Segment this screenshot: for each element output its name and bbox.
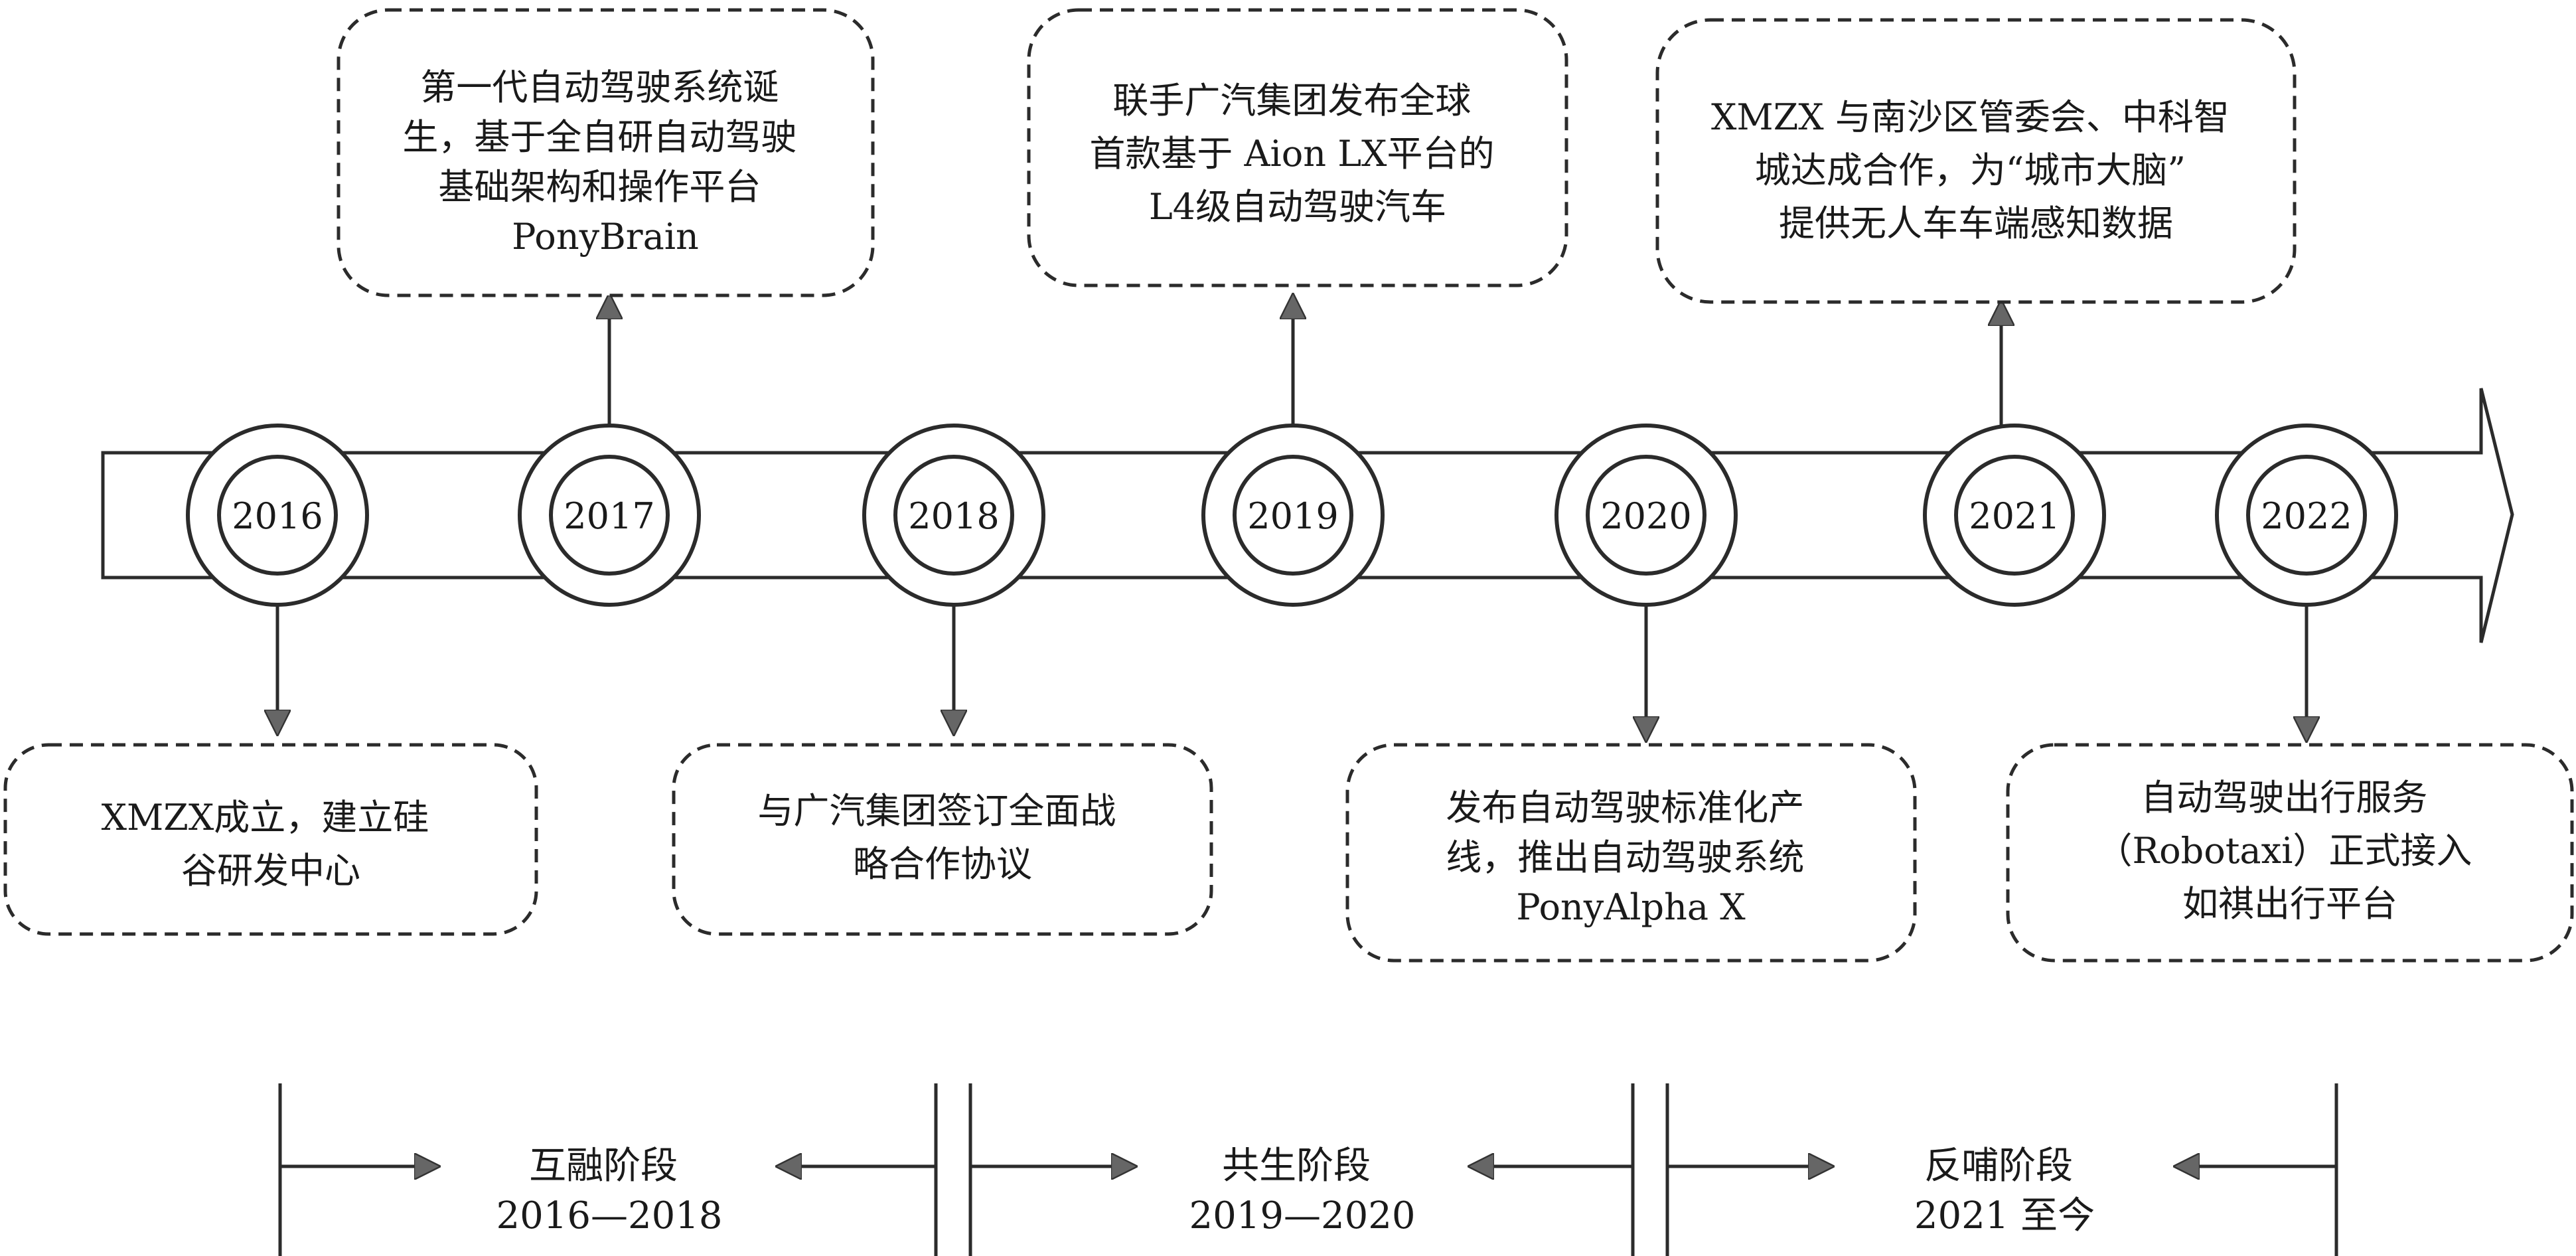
- svg-text:反哺阶段 2021 至今: 反哺阶段 2021 至今: [1914, 1144, 2095, 1237]
- year-label: 2022: [2261, 495, 2352, 537]
- event-box: 自动驾驶出行服务 （Robotaxi）正式接入 如祺出行平台: [2006, 743, 2574, 963]
- svg-text:自动驾驶出行服务 （Robotaxi）正式接入: 自动驾驶出行服务 （Robotaxi）正式接入 如祺出行平台: [2096, 777, 2483, 925]
- event-box: 联手广汽集团发布全球 首款基于 Aion LX平台的 L4级自动驾驶汽车: [1027, 8, 1568, 287]
- event-text-line: 提供无人车车端感知数据: [1779, 202, 2173, 244]
- event-text-line: PonyAlpha X: [1516, 886, 1746, 928]
- svg-text:共生阶段 2019—2020: 共生阶段 2019—2020: [1189, 1144, 1415, 1237]
- event-text-line: PonyBrain: [512, 216, 699, 258]
- event-text-line: （Robotaxi）正式接入: [2096, 830, 2472, 872]
- phase-name: 共生阶段: [1222, 1144, 1371, 1188]
- year-label: 2017: [564, 495, 654, 537]
- svg-text:XMZX成立，建立硅 谷研发中心: XMZX成立，建立硅 谷研发中心: [102, 797, 441, 892]
- event-text-line: 生，基于全自研自动驾驶: [402, 116, 796, 158]
- event-text-line: 城达成合作，为“城市大脑”: [1755, 149, 2186, 191]
- year-node: 2020: [1554, 424, 1738, 607]
- event-text-line: 发布自动驾驶标准化产: [1446, 787, 1804, 828]
- year-node: 2016: [186, 424, 369, 607]
- event-text-line: 联手广汽集团发布全球: [1112, 80, 1471, 121]
- event-box: 与广汽集团签订全面战 略合作协议: [672, 743, 1213, 936]
- event-text-line: 第一代自动驾驶系统诞: [420, 66, 779, 108]
- svg-text:第一代自动驾驶系统诞 生，基于全自研自动驾驶: 第一代自动驾驶系统诞 生，基于全自研自动驾驶 基础架构和操作平台 PonyBra…: [402, 66, 808, 258]
- event-box: 第一代自动驾驶系统诞 生，基于全自研自动驾驶 基础架构和操作平台 PonyBra…: [337, 8, 875, 297]
- year-node: 2022: [2215, 424, 2398, 607]
- svg-text:XMZX 与南沙区管委会、中科智 城达成合作，为: XMZX 与南沙区管委会、中科智 城达成合作，为“城市大脑” 提供无人车车端感知…: [1711, 96, 2241, 244]
- event-text-line: 谷研发中心: [181, 850, 360, 892]
- event-box: XMZX成立，建立硅 谷研发中心: [3, 743, 538, 936]
- year-label: 2021: [1969, 495, 2060, 537]
- phase-period: 2019—2020: [1189, 1194, 1415, 1237]
- svg-text:发布自动驾驶标准化产 线，推出自动驾驶系统: 发布自动驾驶标准化产 线，推出自动驾驶系统 PonyAlpha X: [1446, 787, 1815, 928]
- year-node: 2018: [862, 424, 1045, 607]
- year-label: 2018: [908, 495, 999, 537]
- svg-text:联手广汽集团发布全球 首款基于 Aion LX平: 联手广汽集团发布全球 首款基于 Aion LX平台的 L4级自动驾驶汽车: [1089, 80, 1505, 228]
- event-text-line: 自动驾驶出行服务: [2141, 777, 2427, 819]
- event-text-line: XMZX 与南沙区管委会、中科智: [1711, 96, 2230, 138]
- phase-name: 反哺阶段: [1924, 1144, 2073, 1188]
- phase-name: 互融阶段: [529, 1144, 678, 1188]
- phase-bar: 互融阶段 2016—2018 共生阶段 2019—2020 反哺阶段 2021 …: [278, 1083, 2338, 1256]
- year-node: 2017: [518, 424, 701, 607]
- phase-period: 2016—2018: [496, 1194, 722, 1237]
- event-box: 发布自动驾驶标准化产 线，推出自动驾驶系统 PonyAlpha X: [1345, 743, 1917, 963]
- phase-period: 2021 至今: [1914, 1194, 2095, 1237]
- svg-text:互融阶段 2016—2018: 互融阶段 2016—2018: [496, 1144, 722, 1237]
- event-text-line: 线，推出自动驾驶系统: [1446, 836, 1804, 878]
- svg-text:与广汽集团签订全面战 略合作协议: 与广汽集团签订全面战 略合作协议: [757, 790, 1127, 885]
- event-box: XMZX 与南沙区管委会、中科智 城达成合作，为“城市大脑” 提供无人车车端感知…: [1655, 18, 2297, 304]
- event-text-line: 略合作协议: [853, 843, 1032, 885]
- year-label: 2020: [1600, 495, 1691, 537]
- year-node: 2019: [1201, 424, 1385, 607]
- event-text-line: 与广汽集团签订全面战: [757, 790, 1116, 832]
- year-label: 2019: [1247, 495, 1338, 537]
- year-node: 2021: [1923, 424, 2106, 607]
- event-text-line: 如祺出行平台: [2182, 883, 2397, 925]
- year-label: 2016: [232, 495, 323, 537]
- event-text-line: 首款基于 Aion LX平台的: [1089, 133, 1494, 175]
- event-text-line: 基础架构和操作平台: [438, 166, 761, 208]
- event-text-line: XMZX成立，建立硅: [102, 797, 429, 838]
- event-text-line: L4级自动驾驶汽车: [1149, 186, 1446, 228]
